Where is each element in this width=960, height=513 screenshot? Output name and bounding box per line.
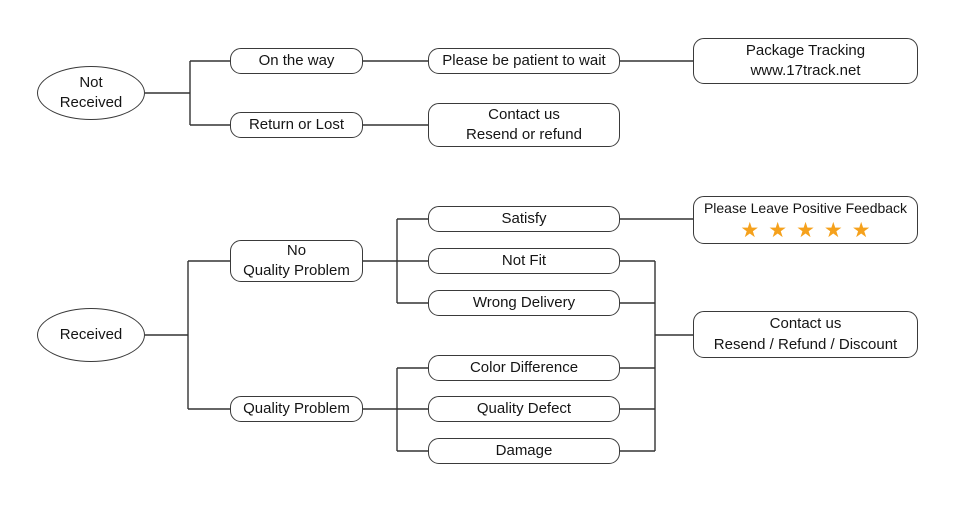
node-on-the-way: On the way — [230, 48, 363, 74]
connector-quality-fan — [363, 367, 428, 452]
node-not-received: Not Received — [37, 66, 145, 120]
connector-not-received-branch — [145, 60, 230, 126]
node-quality-defect: Quality Defect — [428, 396, 620, 422]
node-wrong-delivery: Wrong Delivery — [428, 290, 620, 316]
connector-received-branch — [145, 260, 230, 410]
node-contact-resend-refund: Contact us Resend or refund — [428, 103, 620, 147]
connector-no-quality-fan — [363, 218, 428, 304]
node-not-fit: Not Fit — [428, 248, 620, 274]
positive-feedback-label: Please Leave Positive Feedback — [703, 199, 908, 216]
node-contact-resend-refund-discount: Contact us Resend / Refund / Discount — [693, 311, 918, 358]
node-package-tracking: Package Tracking www.17track.net — [693, 38, 918, 84]
node-positive-feedback: Please Leave Positive Feedback ★★★★★ — [693, 196, 918, 244]
node-received: Received — [37, 308, 145, 362]
five-star-rating-icon: ★★★★★ — [740, 218, 880, 243]
connector-issues-collector — [620, 260, 693, 452]
node-return-or-lost: Return or Lost — [230, 112, 363, 138]
node-satisfy: Satisfy — [428, 206, 620, 232]
node-no-quality-problem: No Quality Problem — [230, 240, 363, 282]
node-color-difference: Color Difference — [428, 355, 620, 381]
node-be-patient: Please be patient to wait — [428, 48, 620, 74]
node-damage: Damage — [428, 438, 620, 464]
node-quality-problem: Quality Problem — [230, 396, 363, 422]
